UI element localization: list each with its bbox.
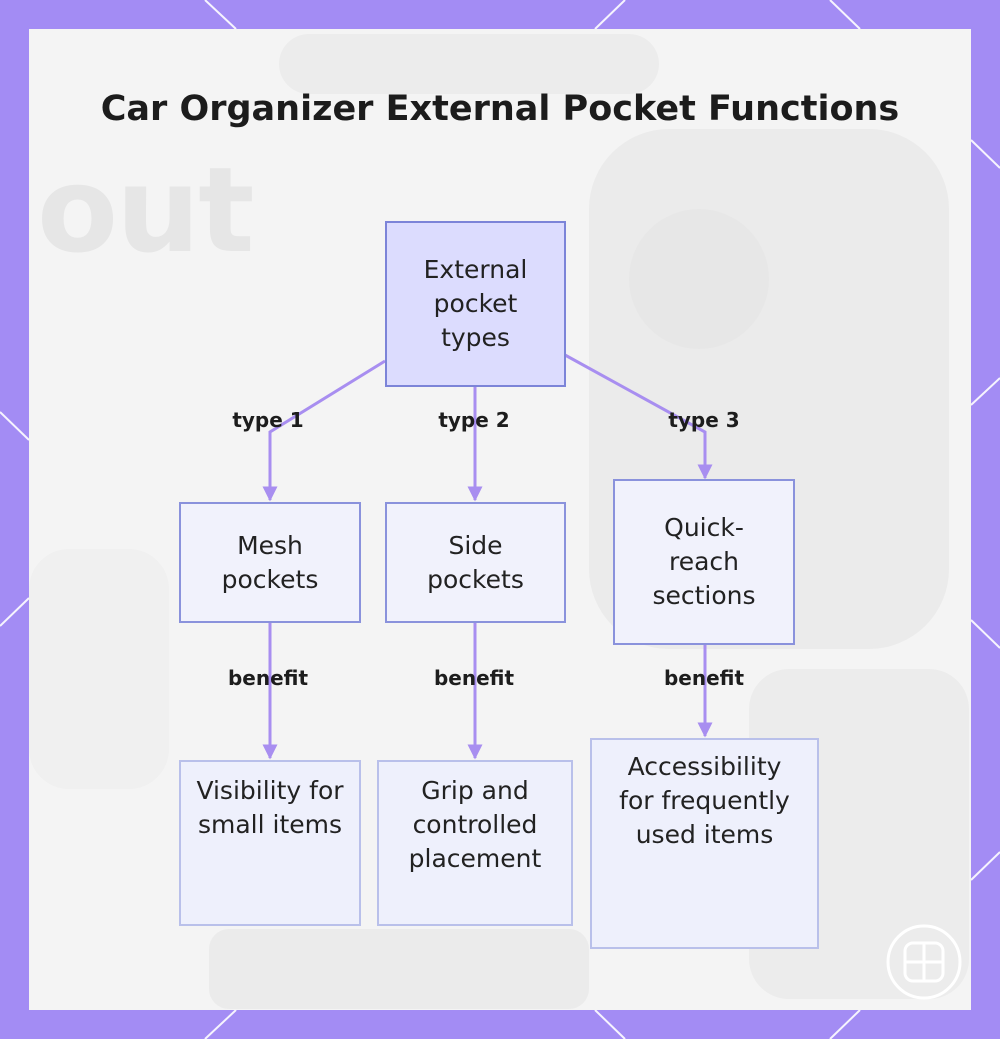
edge-label-benefit-2: benefit xyxy=(433,666,515,690)
background-blur-shape xyxy=(629,209,769,349)
side-pockets-node: Side pockets xyxy=(385,502,566,623)
visibility-benefit-node: Visibility for small items xyxy=(179,760,361,926)
quick-reach-node: Quick-reach sections xyxy=(613,479,795,645)
accessibility-benefit-label: Accessibility for frequently used items xyxy=(619,752,790,849)
grid-logo-icon xyxy=(886,924,962,1000)
root-node-label: External pocket types xyxy=(423,255,528,352)
mesh-pockets-node: Mesh pockets xyxy=(179,502,361,623)
edge-label-benefit-3: benefit xyxy=(663,666,745,690)
background-blur-shape xyxy=(209,929,589,1009)
edge-label-type-1: type 1 xyxy=(232,408,304,432)
connector-root-to-quick xyxy=(564,353,713,480)
edge-label-benefit-1: benefit xyxy=(227,666,309,690)
accessibility-benefit-node: Accessibility for frequently used items xyxy=(590,738,819,949)
visibility-benefit-label: Visibility for small items xyxy=(196,776,344,839)
connector-root-to-mesh xyxy=(262,359,386,502)
edge-label-type-3: type 3 xyxy=(668,408,740,432)
edge-label-type-2: type 2 xyxy=(438,408,510,432)
background-blur-shape xyxy=(29,549,169,789)
background-word: out xyxy=(37,141,254,279)
background-blur-shape xyxy=(279,34,659,94)
page-title: Car Organizer External Pocket Functions xyxy=(100,89,900,129)
root-node: External pocket types xyxy=(385,221,566,387)
side-pockets-label: Side pockets xyxy=(427,530,524,594)
grip-benefit-label: Grip and controlled placement xyxy=(408,776,542,873)
quick-reach-label: Quick-reach sections xyxy=(652,513,756,610)
mesh-pockets-label: Mesh pockets xyxy=(221,530,319,594)
grip-benefit-node: Grip and controlled placement xyxy=(377,760,573,926)
